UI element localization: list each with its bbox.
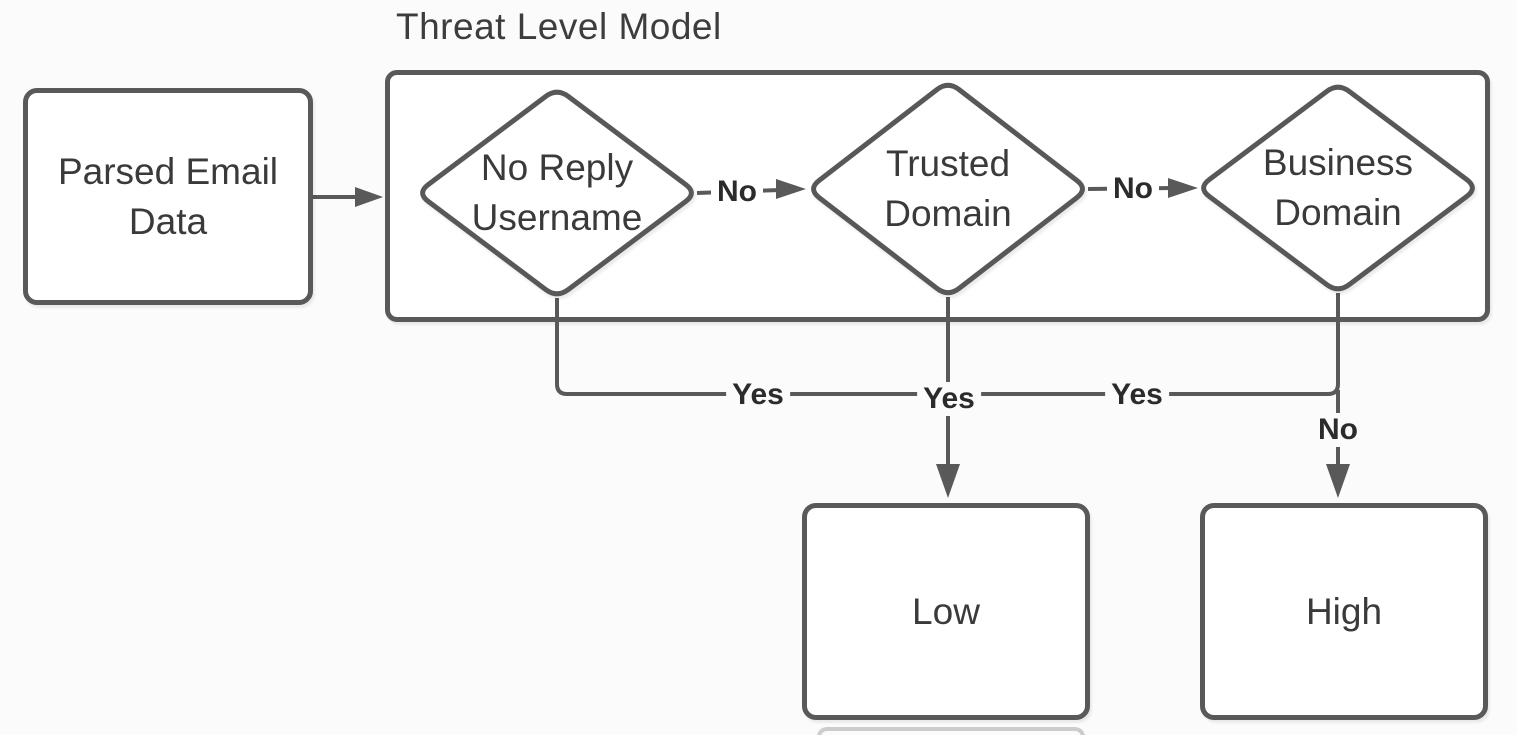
business-domain-diamond xyxy=(1201,84,1475,292)
edge-label-yes-noreply: Yes xyxy=(726,378,790,412)
edge-label-no-trusted-business: No xyxy=(1107,172,1159,206)
parsed-email-data-label-line2: Data xyxy=(128,200,208,242)
edge-label-no-business: No xyxy=(1312,413,1364,447)
business-domain-label: Business Domain xyxy=(1263,138,1413,238)
no-reply-username-label: No Reply Username xyxy=(472,143,643,243)
arrowhead-trusted-to-low xyxy=(936,464,960,498)
parsed-email-data-node: Parsed Email Data xyxy=(23,88,313,305)
trusted-domain-diamond xyxy=(811,82,1085,296)
edge-label-yes-business: Yes xyxy=(1105,378,1169,412)
arrowhead-trusted-to-business xyxy=(1168,178,1198,198)
arrowhead-business-to-high xyxy=(1326,464,1350,498)
arrowhead-parsed-to-noreply xyxy=(355,187,383,207)
high-label: High xyxy=(1305,590,1383,632)
diagram-title: Threat Level Model xyxy=(396,6,722,47)
cutoff-shape-bottom xyxy=(817,727,1085,735)
no-reply-username-label-line2: Username xyxy=(471,197,643,238)
no-reply-username-diamond xyxy=(420,89,694,297)
parsed-email-data-label-line1: Parsed Email xyxy=(57,150,279,192)
trusted-domain-label-line2: Domain xyxy=(884,193,1012,234)
low-node: Low xyxy=(802,503,1090,720)
low-label: Low xyxy=(912,590,980,632)
trusted-domain-label-line1: Trusted xyxy=(885,143,1011,184)
edge-label-no-noreply-trusted: No xyxy=(711,175,763,209)
high-node: High xyxy=(1200,503,1488,720)
arrowhead-noreply-to-trusted xyxy=(776,179,806,199)
no-reply-username-label-line1: No Reply xyxy=(480,147,634,188)
business-domain-label-line2: Domain xyxy=(1274,192,1402,233)
business-domain-label-line1: Business xyxy=(1262,142,1414,183)
trusted-domain-label: Trusted Domain xyxy=(884,139,1012,239)
edge-label-yes-trusted: Yes xyxy=(917,382,981,416)
